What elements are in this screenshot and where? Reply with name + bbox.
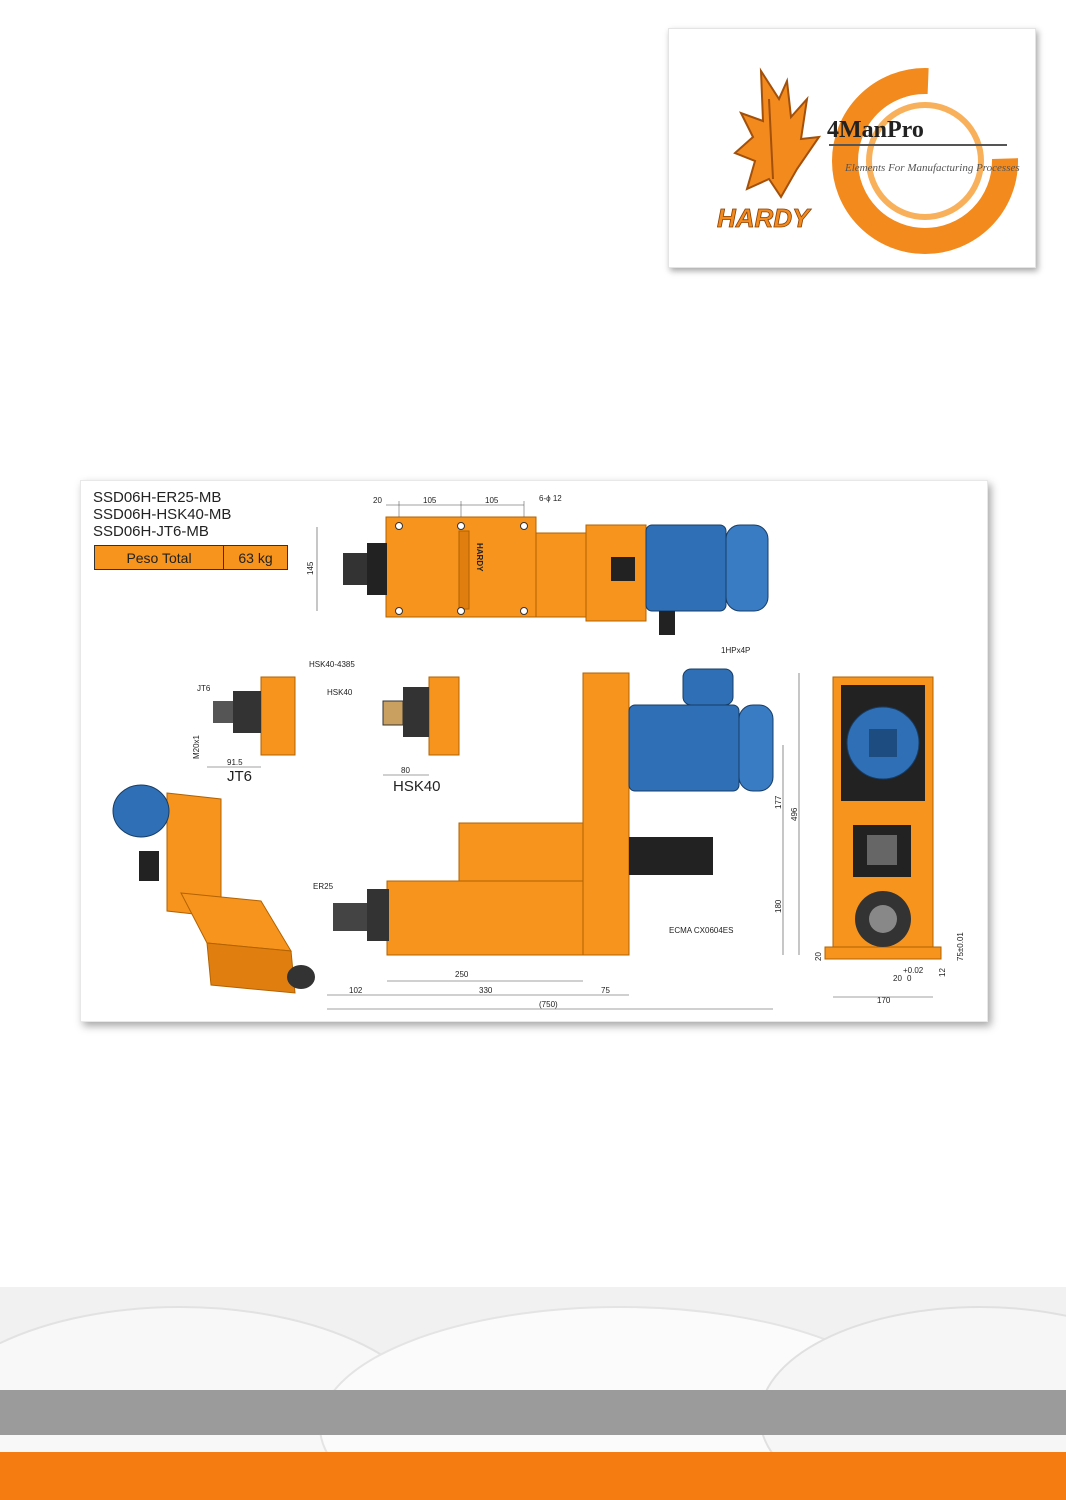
dim-330: 330 — [479, 986, 493, 995]
dim-top-20: 20 — [373, 496, 382, 505]
jt6-detail: JT6 M20x1 91.5 JT6 — [192, 676, 296, 785]
weight-table: Peso Total 63 kg — [94, 545, 288, 570]
dim-75: 75 — [601, 986, 610, 995]
end-view: 170 20 +0.02 0 12 75±0.01 — [824, 676, 965, 1005]
dim-20: 20 — [814, 952, 823, 961]
dim-496: 496 — [790, 807, 799, 821]
model-list: SSD06H-ER25-MB SSD06H-HSK40-MB SSD06H-JT… — [93, 489, 231, 540]
jt-callout: JT6 — [197, 684, 211, 693]
hsk-callout: HSK40 — [327, 688, 353, 697]
hsk40-detail: HSK40-4385 HSK40 80 HSK40 — [309, 660, 460, 795]
weight-value: 63 kg — [238, 549, 273, 566]
dim-250: 250 — [455, 970, 469, 979]
dim-hsk-80: 80 — [401, 766, 410, 775]
model-name: SSD06H-JT6-MB — [93, 523, 209, 540]
hardy-wordmark: HARDY — [717, 203, 812, 233]
model-name: SSD06H-ER25-MB — [93, 489, 222, 506]
dim-e20: 20 — [893, 974, 902, 983]
manpro-tagline: Elements For Manufacturing Processes — [844, 162, 1020, 174]
jt-title: JT6 — [227, 768, 252, 785]
er-callout: ER25 — [313, 882, 334, 891]
dim-170: 170 — [877, 996, 891, 1005]
hsk-title: HSK40 — [393, 778, 441, 795]
dim-jt-915: 91.5 — [227, 758, 243, 767]
side-view: 1HPx4P ER25 ECMA CX0604ES 250 102 330 75… — [313, 646, 823, 1010]
body-brand-label: HARDY — [475, 543, 484, 572]
dim-750: (750) — [539, 1000, 558, 1009]
dim-180: 180 — [774, 899, 783, 913]
technical-drawing-sheet: SSD06H-ER25-MB SSD06H-HSK40-MB SSD06H-JT… — [80, 480, 988, 1022]
dim-177: 177 — [774, 795, 783, 809]
dim-top-105b: 105 — [485, 496, 499, 505]
logo-card: HARDY 4ManPro Elements For Manufacturing… — [668, 28, 1036, 268]
motor-callout: 1HPx4P — [721, 646, 750, 655]
footer-band-orange — [0, 1452, 1066, 1500]
footer-band-grey — [0, 1390, 1066, 1435]
servo-callout: ECMA CX0604ES — [669, 926, 733, 935]
manpro-ring-icon — [829, 68, 1018, 254]
dim-tol: +0.02 — [903, 966, 924, 975]
manpro-wordmark: 4ManPro — [827, 117, 924, 143]
hardy-emblem-icon — [733, 67, 822, 199]
dim-e75: 75±0.01 — [956, 932, 965, 961]
hsk-code-callout: HSK40-4385 — [309, 660, 355, 669]
m20-callout: M20x1 — [192, 734, 201, 759]
logos-graphic: HARDY 4ManPro Elements For Manufacturing… — [717, 67, 1020, 254]
dim-e12: 12 — [938, 968, 947, 977]
dim-102: 102 — [349, 986, 363, 995]
isometric-view — [112, 784, 315, 994]
holes-callout: 6-ϕ 12 — [539, 494, 562, 503]
dim-h-145: 145 — [306, 561, 315, 575]
top-view: HARDY 20 105 105 6-ϕ 12 145 — [306, 494, 769, 635]
model-name: SSD06H-HSK40-MB — [93, 506, 232, 523]
drawing-canvas: HARDY 20 105 105 6-ϕ 12 145 JT6 M20x1 91… — [112, 494, 965, 1010]
dim-tol0: 0 — [907, 974, 912, 983]
dim-top-105a: 105 — [423, 496, 437, 505]
weight-label: Peso Total — [95, 546, 224, 569]
